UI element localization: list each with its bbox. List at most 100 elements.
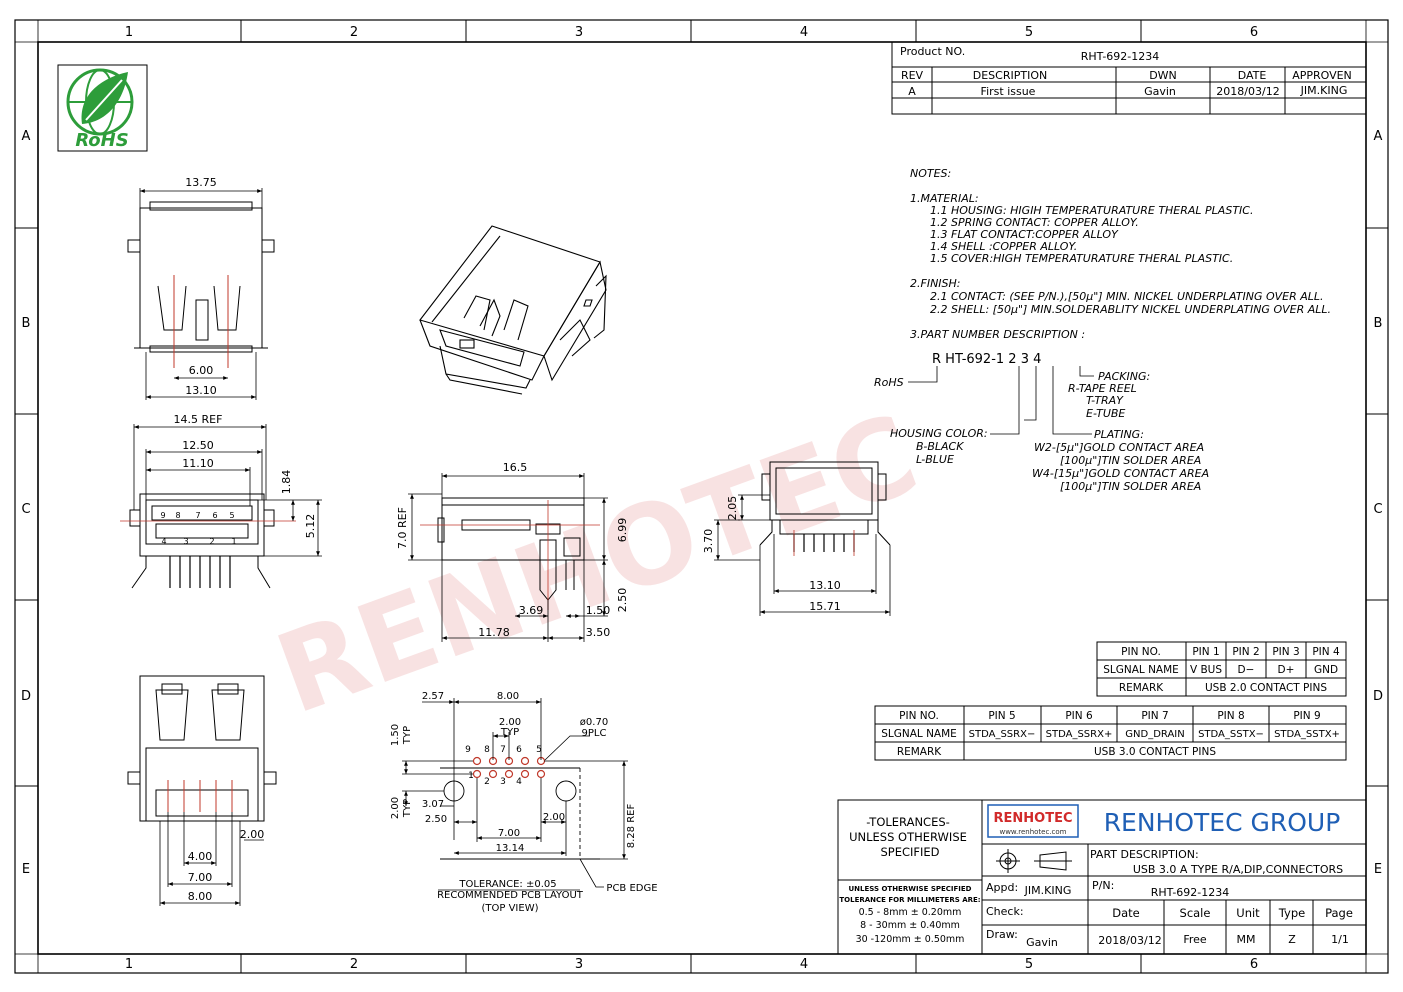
pcb-note: RECOMMENDED PCB LAYOUT xyxy=(437,890,584,901)
unit-value: MM xyxy=(1237,933,1256,946)
pin-cell: D− xyxy=(1238,664,1255,676)
pin-cell: D+ xyxy=(1278,664,1295,676)
row-label: C xyxy=(21,502,30,517)
dwn-header: DWN xyxy=(1149,69,1177,82)
part-desc: USB 3.0 A TYPE R/A,DIP,CONNECTORS xyxy=(1133,863,1343,876)
pad-label: 7 xyxy=(500,745,506,755)
pin-cell: GND xyxy=(1314,664,1338,676)
scale-header: Scale xyxy=(1180,906,1211,920)
plating-line: PLATING: xyxy=(1094,428,1144,441)
pn-rohs-label: RoHS xyxy=(874,376,904,389)
front-dims xyxy=(133,424,322,557)
plating-line: [100µ"]TIN SOLDER AREA xyxy=(1060,454,1201,467)
dim-label: 1.50 xyxy=(586,604,611,617)
dim-label: 5.12 xyxy=(304,514,317,539)
appd-value: JIM.KING xyxy=(1024,884,1072,897)
check-label: Check: xyxy=(986,905,1024,918)
material-line: 1.2 SPRING CONTACT: COPPER ALLOY. xyxy=(930,216,1139,229)
page-value: 1/1 xyxy=(1331,933,1349,946)
row-label: E xyxy=(1374,862,1382,877)
scale-value: Free xyxy=(1183,933,1207,946)
dim-label: TYP xyxy=(500,727,519,738)
pin-label: 2 xyxy=(209,537,214,546)
pin-cell: STDA_SSRX− xyxy=(969,729,1036,740)
appd-label: Appd: xyxy=(986,881,1018,894)
side-view xyxy=(437,497,585,601)
tolerances-block: -TOLERANCES- UNLESS OTHERWISE SPECIFIED … xyxy=(839,815,980,945)
packing-line: R-TAPE REEL xyxy=(1068,382,1137,395)
pad-label: 9 xyxy=(465,745,471,755)
pin-table-usb3 xyxy=(874,705,1347,761)
dim-label: 3.70 xyxy=(702,529,715,554)
dim-label: 13.75 xyxy=(185,176,217,189)
housing-color-line: HOUSING COLOR: xyxy=(890,427,988,440)
pin-label: 8 xyxy=(175,511,180,520)
packing-line: PACKING: xyxy=(1098,370,1150,383)
col-label: 1 xyxy=(125,25,133,40)
plating-line: W4-[15µ"]GOLD CONTACT AREA xyxy=(1032,467,1209,480)
draw-label: Draw: xyxy=(986,928,1018,941)
pad-label: 6 xyxy=(516,745,522,755)
pn-value: RHT-692-1234 xyxy=(1151,886,1230,899)
row-label: D xyxy=(21,689,31,704)
dim-label: 8.00 xyxy=(497,691,519,702)
pad-label: 5 xyxy=(536,745,542,755)
pad-label: 1 xyxy=(468,771,474,781)
dim-label: 8.00 xyxy=(188,890,213,903)
type-value: Z xyxy=(1288,933,1296,946)
bottom-view xyxy=(127,675,277,822)
top-front-dims xyxy=(139,188,263,400)
pcb-note: (TOP VIEW) xyxy=(482,903,539,914)
rev-header: REV xyxy=(901,69,924,82)
tolerance-range: 8 - 30mm ± 0.40mm xyxy=(860,920,960,931)
finish-title: 2.FINISH: xyxy=(910,277,961,290)
dim-label: 12.50 xyxy=(182,439,214,452)
remark-value: USB 2.0 CONTACT PINS xyxy=(1205,682,1327,694)
notes-title: NOTES: xyxy=(910,167,951,180)
dim-label: 2.00 xyxy=(390,797,401,819)
pin-cell: SLGNAL NAME xyxy=(881,728,957,740)
dim-label: 7.00 xyxy=(498,828,520,839)
approven-value: JIM.KING xyxy=(1300,84,1348,97)
remark-value: USB 3.0 CONTACT PINS xyxy=(1094,746,1216,758)
pad-label: 3 xyxy=(500,777,506,787)
plating-line: W2-[5µ"]GOLD CONTACT AREA xyxy=(1034,441,1204,454)
logo-text: RENHOTEC xyxy=(994,811,1073,826)
pn-label: P/N: xyxy=(1092,879,1114,892)
material-line: 1.5 COVER:HIGH TEMPERATURATURE THERAL PL… xyxy=(930,252,1233,265)
watermark: RENHOTEC xyxy=(261,390,933,739)
pin-label: 1 xyxy=(231,537,236,546)
pcb-note: TOLERANCE: ±0.05 xyxy=(458,879,556,890)
pin-cell: PIN 2 xyxy=(1232,646,1259,658)
projection-symbol xyxy=(996,849,1072,873)
pcb-pads xyxy=(472,756,546,779)
tolerance-fine: TOLERANCE FOR MILLIMETERS ARE: xyxy=(839,896,980,904)
pin-cell: PIN 4 xyxy=(1312,646,1340,658)
rear-red-lines xyxy=(793,530,855,556)
side-red-lines xyxy=(420,500,600,610)
dim-label: 16.5 xyxy=(503,461,528,474)
dim-label: 7.0 REF xyxy=(396,507,409,549)
pin-cell: PIN NO. xyxy=(899,710,939,722)
remark-label: REMARK xyxy=(1119,682,1164,694)
dim-label: 2.50 xyxy=(616,588,629,613)
date-value: 2018/03/12 xyxy=(1216,85,1279,98)
desc-value: First issue xyxy=(981,85,1036,98)
front-pins xyxy=(169,556,231,588)
dwn-value: Gavin xyxy=(1144,85,1176,98)
logo-url: www.renhotec.com xyxy=(999,828,1066,836)
row-label: B xyxy=(22,316,31,331)
pin-cell: STDA_SSRX+ xyxy=(1046,729,1113,740)
pin-cell: PIN 9 xyxy=(1293,710,1320,722)
col-label: 4 xyxy=(800,957,808,972)
packing-line: T-TRAY xyxy=(1086,394,1124,407)
col-label: 2 xyxy=(350,957,358,972)
col-label: 6 xyxy=(1250,957,1258,972)
col-label: 1 xyxy=(125,957,133,972)
pin-cell: SLGNAL NAME xyxy=(1103,664,1179,676)
col-label: 3 xyxy=(575,25,583,40)
col-label: 5 xyxy=(1025,957,1033,972)
pin-label: 6 xyxy=(212,511,217,520)
rohs-label: RoHS xyxy=(75,130,128,151)
